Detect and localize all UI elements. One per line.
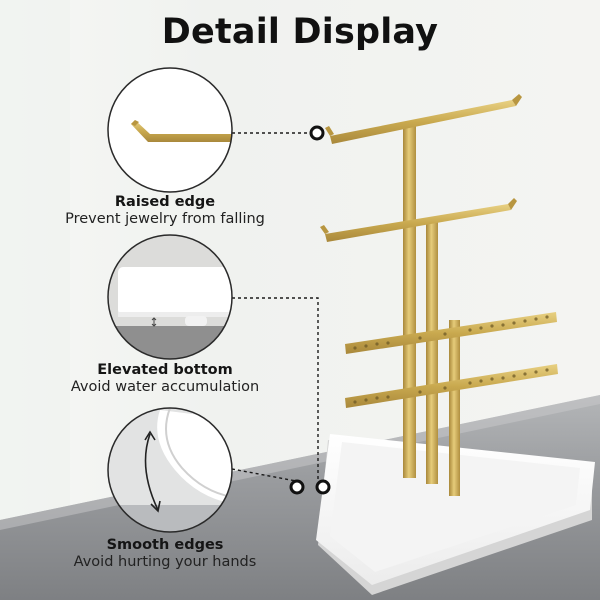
page-title: Detail Display (161, 12, 439, 52)
feature-desc-smooth-edges: Avoid hurting your hands (73, 554, 257, 570)
callout-dots (289, 125, 331, 495)
feature-desc-raised-edge: Prevent jewelry from falling (65, 211, 265, 227)
feature-title-elevated-bottom: Elevated bottom (97, 362, 233, 378)
feature-title-raised-edge: Raised edge (114, 194, 216, 210)
jewelry-stand (320, 94, 558, 496)
white-tray (316, 434, 595, 595)
feature-title-smooth-edges: Smooth edges (106, 537, 224, 553)
feature-desc-elevated-bottom: Avoid water accumulation (70, 379, 260, 395)
window-light (0, 0, 70, 600)
callout-connectors (231, 132, 319, 482)
tray-feet-closeup-icon (107, 234, 233, 360)
hook-end-closeup-icon (107, 67, 233, 193)
